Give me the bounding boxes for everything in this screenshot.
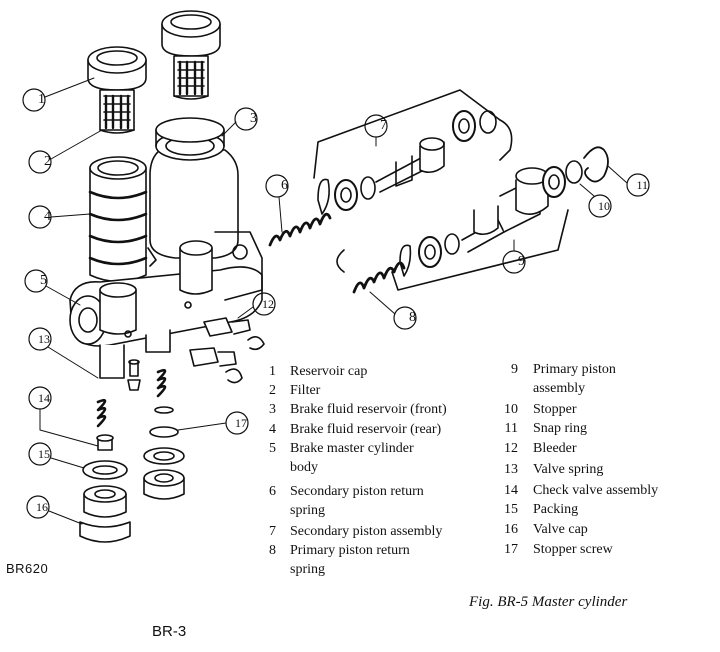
legend-num: 12	[504, 441, 518, 456]
legend-text: Valve spring	[533, 462, 604, 477]
callout-5: 5	[40, 273, 47, 288]
legend-num: 3	[269, 402, 276, 417]
secondary-piston-assembly	[313, 89, 513, 215]
callout-12: 12	[262, 297, 274, 311]
check-valve-right	[149, 406, 179, 438]
snap-ring	[583, 146, 609, 183]
callout-16: 16	[36, 500, 48, 514]
legend-num: 15	[504, 502, 518, 517]
packing-left	[82, 460, 128, 480]
legend-num: 16	[504, 522, 518, 537]
legend-text: body	[290, 460, 318, 475]
legend-text: Primary piston return	[290, 543, 410, 558]
callout-9: 9	[518, 254, 525, 269]
legend-text: spring	[290, 562, 325, 577]
legend-text: Check valve assembly	[533, 483, 659, 498]
callout-1: 1	[38, 92, 45, 107]
primary-piston-spring	[352, 261, 406, 294]
legend-num: 11	[504, 421, 518, 436]
packing-right	[143, 447, 185, 465]
page-number: BR-3	[152, 623, 187, 640]
legend-num: 14	[504, 483, 518, 498]
valve-cap-right	[143, 469, 185, 500]
legend-num: 13	[504, 462, 518, 477]
check-valve-left	[96, 434, 114, 451]
valve-cap-left	[79, 485, 131, 543]
primary-piston-assembly	[336, 160, 583, 291]
callout-11: 11	[636, 178, 648, 192]
legend-num: 9	[511, 362, 518, 377]
legend-text: Filter	[290, 383, 321, 398]
rear-reservoir	[88, 156, 148, 283]
legend-text: assembly	[533, 381, 586, 396]
callout-6: 6	[281, 178, 288, 193]
callout-3: 3	[250, 111, 257, 126]
legend-num: 7	[269, 524, 276, 539]
figure-caption: Fig. BR-5 Master cylinder	[469, 594, 628, 610]
valve-spring-right	[156, 368, 167, 398]
legend-num: 8	[269, 543, 276, 558]
legend-text: Brake fluid reservoir (rear)	[290, 422, 442, 437]
legend-text: Stopper screw	[533, 542, 613, 557]
secondary-piston-spring	[268, 212, 332, 247]
legend-text: Packing	[533, 502, 579, 517]
legend-text: Primary piston	[533, 362, 616, 377]
legend-text: spring	[290, 503, 325, 518]
stopper-screw	[127, 359, 141, 391]
legend-num: 4	[269, 422, 276, 437]
legend-num: 1	[269, 364, 276, 379]
callout-2: 2	[44, 154, 51, 169]
callout-17: 17	[235, 416, 247, 430]
legend-text: Reservoir cap	[290, 364, 368, 379]
callout-10: 10	[598, 199, 610, 213]
callout-13: 13	[38, 332, 50, 346]
legend-text: Secondary piston assembly	[290, 524, 443, 539]
bleeder-upper	[203, 317, 265, 351]
figure-code: BR620	[6, 561, 49, 576]
leader-lines	[39, 77, 628, 525]
callout-4: 4	[44, 209, 51, 224]
legend-text: Brake fluid reservoir (front)	[290, 402, 447, 417]
master-cylinder-body	[69, 231, 263, 379]
reservoir-cap-right	[161, 10, 221, 100]
legend-num: 2	[269, 383, 276, 398]
callout-7: 7	[380, 118, 387, 133]
legend-num: 5	[269, 441, 276, 456]
callout-8: 8	[409, 310, 416, 325]
legend-text: Brake master cylinder	[290, 441, 414, 456]
legend-text: Stopper	[533, 402, 577, 417]
legend-num: 10	[504, 402, 518, 417]
legend-text: Valve cap	[533, 522, 588, 537]
valve-spring-left	[96, 398, 107, 428]
front-reservoir	[149, 117, 239, 259]
callout-14: 14	[38, 391, 50, 405]
legend-num: 6	[269, 484, 276, 499]
legend-text: Secondary piston return	[290, 484, 424, 499]
legend-text: Snap ring	[533, 421, 588, 436]
bleeder-lower	[189, 347, 243, 384]
legend-num: 17	[504, 542, 518, 557]
reservoir-cap-left	[87, 46, 147, 134]
callout-15: 15	[38, 447, 50, 461]
legend-text: Bleeder	[533, 441, 577, 456]
